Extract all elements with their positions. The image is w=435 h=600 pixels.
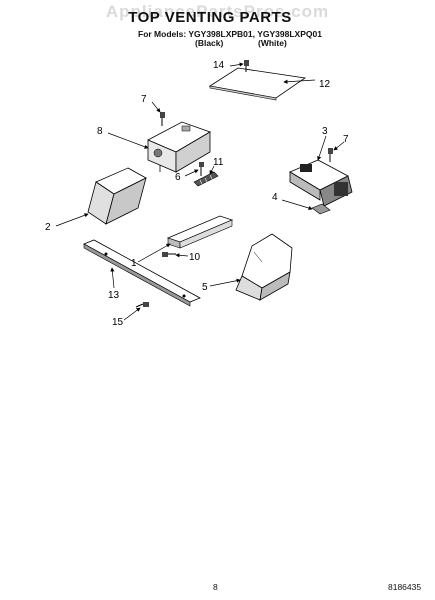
callout-15: 15 [112,317,124,328]
callout-14: 14 [213,60,225,71]
part-14-screw [229,60,249,72]
part-11-terminal-block [193,165,219,187]
callout-12: 12 [319,79,331,90]
part-5-side-bracket [209,233,293,301]
callout-3: 3 [322,126,328,137]
part-7-screw-left [151,101,165,126]
variant-white-label: (White) [258,38,287,48]
part-1-bracket-strip [137,215,234,263]
part-3-blower-assembly [289,135,353,207]
callout-8: 8 [97,126,103,137]
part-10-screw [162,252,189,258]
callout-7-left: 7 [141,94,147,105]
page-title: TOP VENTING PARTS [128,9,292,26]
watermark: AppliancePartsPros.com [105,2,330,21]
part-15-screw [123,302,149,321]
footer-page-number: 8 [213,582,218,592]
part-8-housing-box [107,121,211,173]
variant-black-label: (Black) [195,38,224,48]
part-7-screw-right [328,141,345,162]
callout-10: 10 [189,252,201,263]
callout-7-right: 7 [343,134,349,145]
callout-1: 1 [131,258,137,269]
footer-document-number: 8186435 [388,582,422,592]
part-12-plate [208,67,316,101]
callout-2: 2 [45,222,51,233]
part-13-trim-strip [83,239,201,307]
part-4-connector [281,199,331,215]
callout-11: 11 [213,157,224,168]
callout-13: 13 [108,290,120,301]
model-list: For Models: YGY398LXPB01, YGY398LXPQ01 [138,29,322,39]
callout-4: 4 [272,192,278,203]
callout-5: 5 [202,282,208,293]
callout-6: 6 [175,172,181,183]
part-2-duct [55,167,147,227]
part-6-screw [184,162,204,177]
